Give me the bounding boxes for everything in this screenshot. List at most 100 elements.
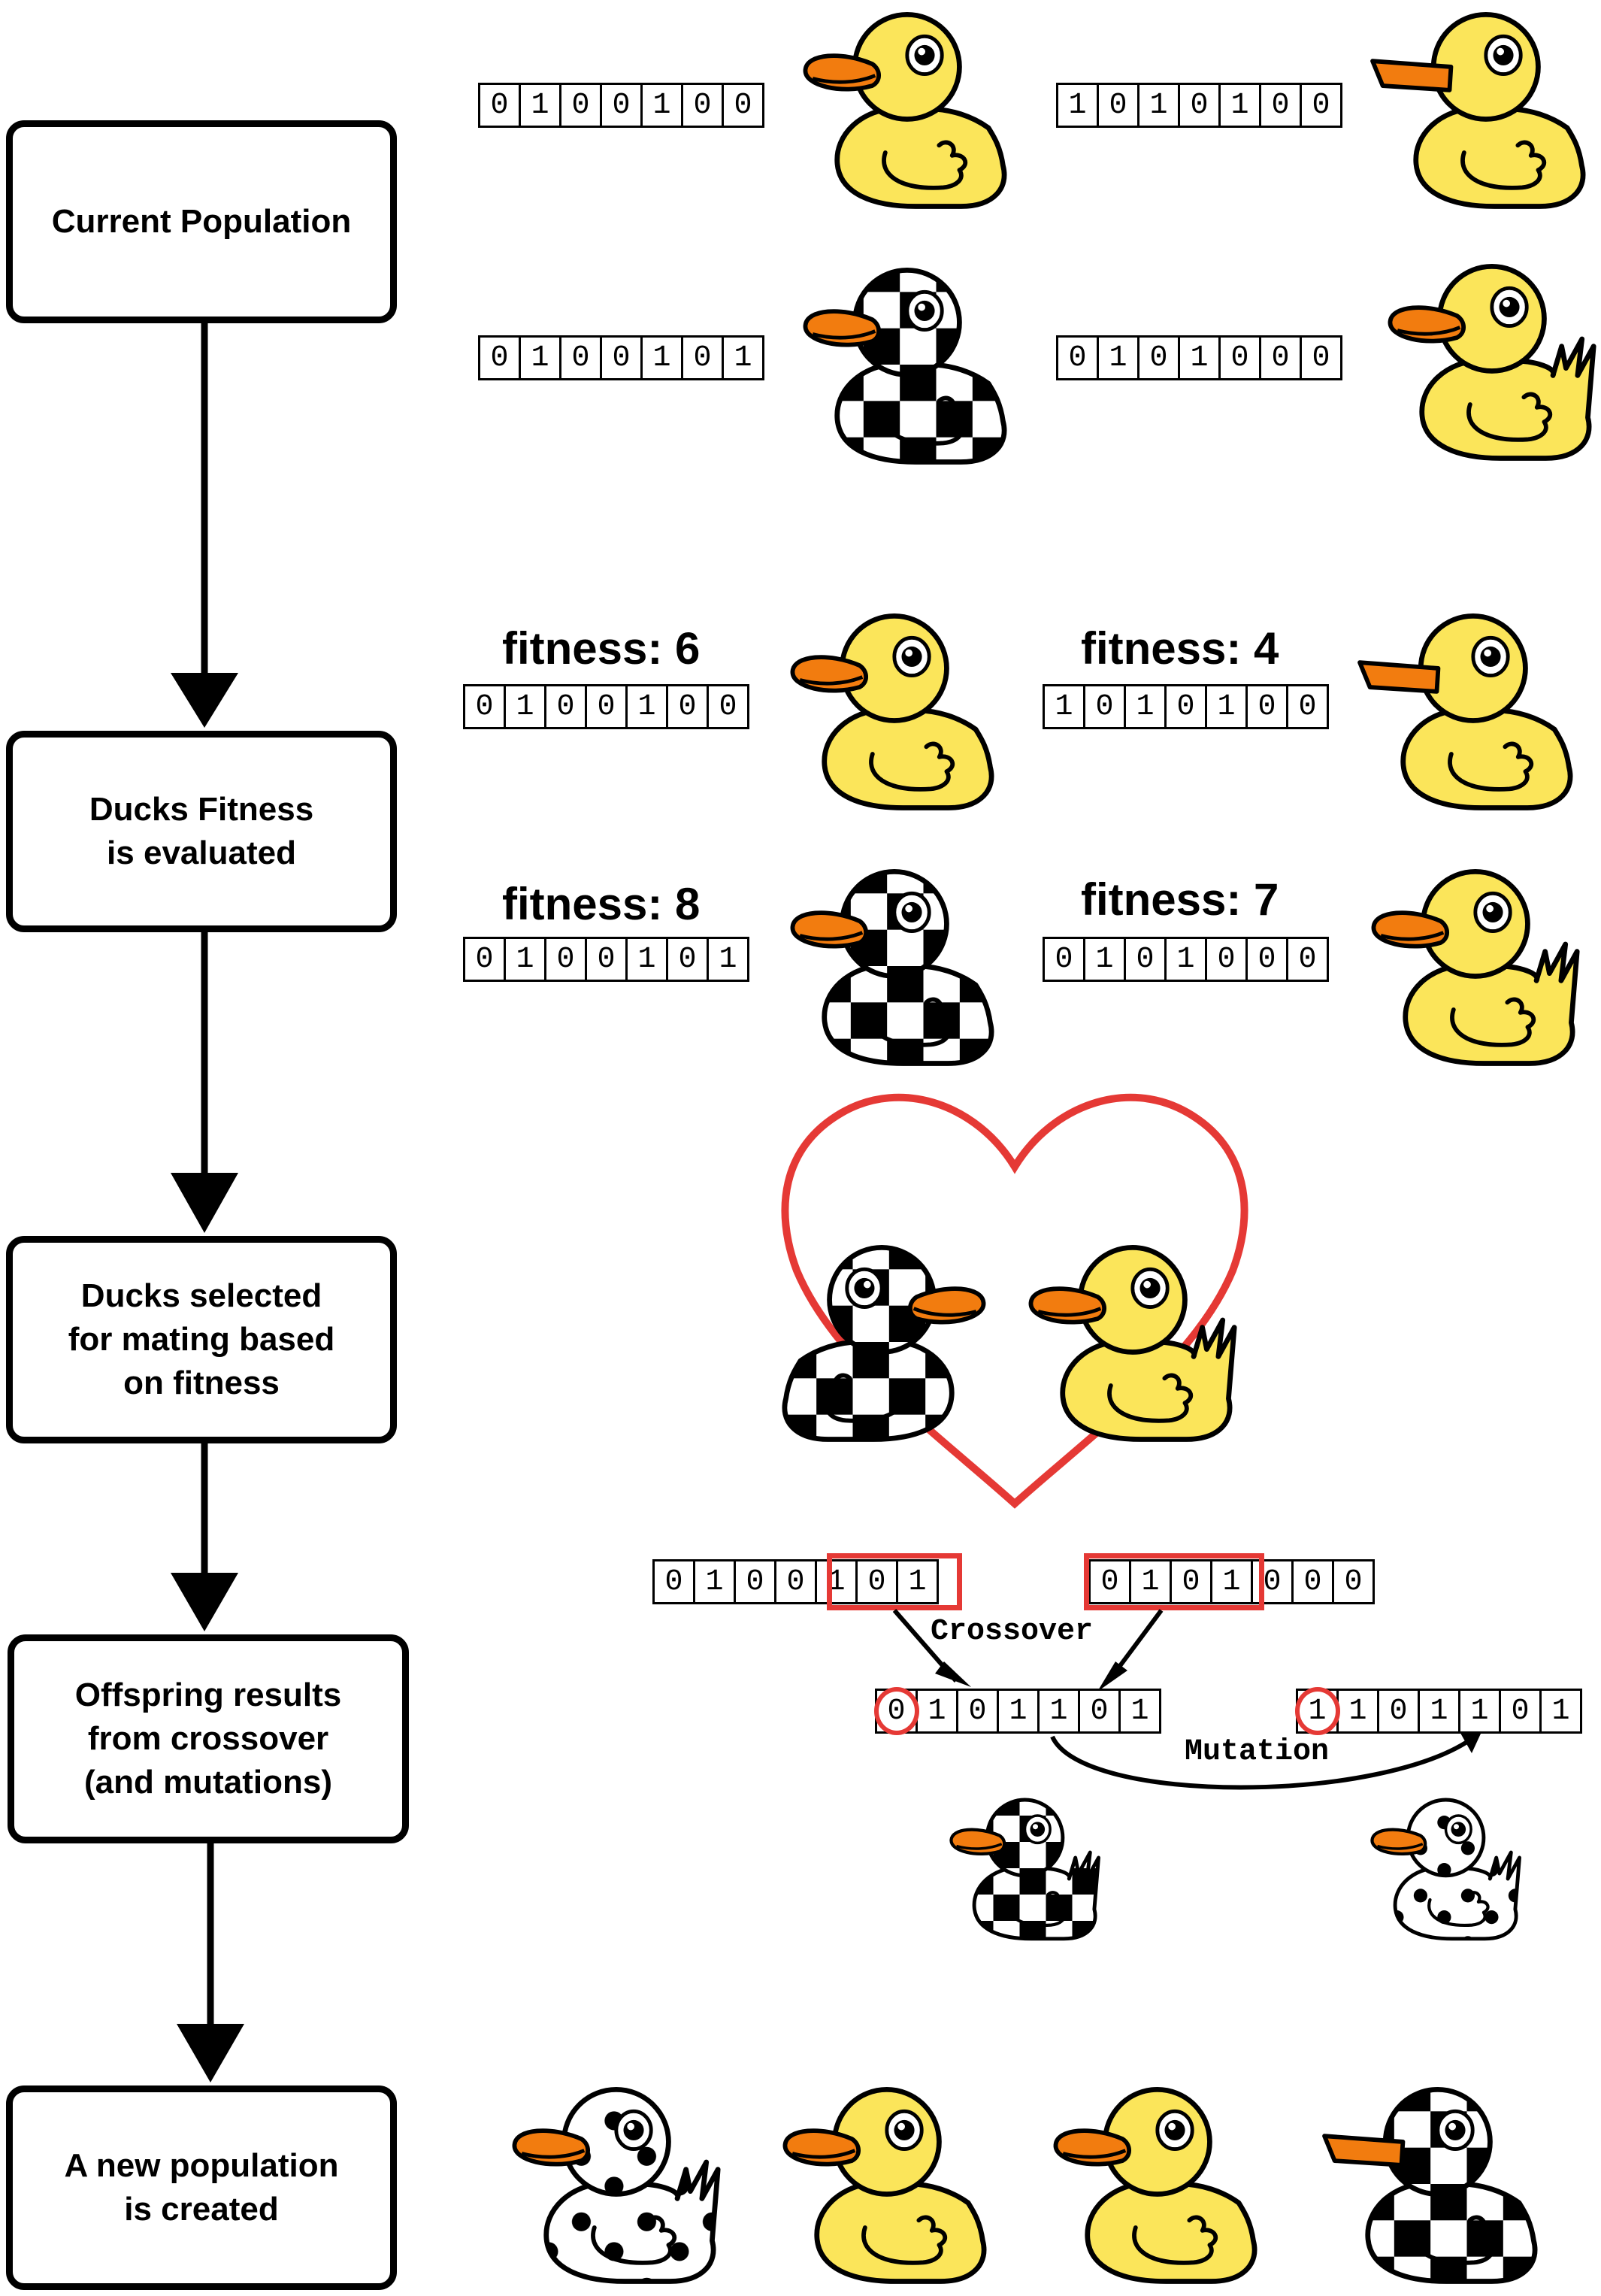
flow-arrow-1 (171, 323, 238, 728)
duck-icon (803, 267, 1007, 465)
bit-cell: 1 (1097, 335, 1139, 380)
bit-cell: 0 (652, 1559, 695, 1604)
duck-icon (1357, 613, 1573, 810)
bit-cell: 1 (916, 1689, 958, 1734)
bit-cell: 1 (1210, 1559, 1253, 1604)
flow-arrow-2 (171, 932, 238, 1233)
bit-cell: 1 (707, 937, 749, 982)
bit-cell: 0 (1300, 335, 1342, 380)
step-new-population: A new population is created (6, 2085, 397, 2290)
bit-cell: 1 (625, 684, 668, 729)
duck-icon (803, 11, 1007, 209)
crossover-highlight (827, 1553, 962, 1610)
crossover-highlight (1084, 1553, 1264, 1610)
bit-cell: 1 (1164, 937, 1207, 982)
bit-cell: 1 (640, 335, 683, 380)
bit-cell: 0 (1043, 937, 1085, 982)
bit-cell: 0 (1056, 335, 1099, 380)
step-label: Offspring results from crossover (and mu… (74, 1677, 342, 1801)
mutation-marker (874, 1687, 919, 1735)
step-label: A new population is created (64, 2147, 339, 2228)
duck-icon (782, 2086, 987, 2284)
duck-icon (1370, 1798, 1521, 1941)
bit-cell: 0 (1251, 1559, 1294, 1604)
duck-icon (1028, 1244, 1237, 1442)
bit-cell: 0 (559, 335, 602, 380)
bit-cell: 1 (1418, 1689, 1460, 1734)
bit-cell: 0 (1170, 1559, 1212, 1604)
bit-cell: 0 (600, 83, 643, 128)
fitness-label: fitness: 4 (1081, 623, 1279, 674)
bit-cell: 1 (504, 937, 546, 982)
bit-cell: 0 (544, 937, 587, 982)
bit-cell: 0 (855, 1559, 898, 1604)
bit-cell: 0 (1218, 335, 1261, 380)
fitness-label: fitness: 8 (502, 879, 701, 929)
bit-cell: 0 (559, 83, 602, 128)
bit-cell: 1 (1178, 335, 1221, 380)
duck-icon (1388, 263, 1596, 461)
bit-cell: 0 (1137, 335, 1180, 380)
flow-arrow-3 (171, 1442, 238, 1631)
bit-cell: 0 (1078, 1689, 1121, 1734)
duck-icon (790, 868, 994, 1066)
step-current-population: Current Population (6, 120, 397, 323)
duck-icon (1053, 2086, 1257, 2284)
step-selection: Ducks selected for mating based on fitne… (6, 1236, 397, 1443)
bit-cell: 0 (544, 684, 587, 729)
step-label: Current Population (51, 203, 352, 240)
bit-cell: 0 (666, 937, 709, 982)
bit-cell: 1 (1458, 1689, 1501, 1734)
bit-cell: 0 (1499, 1689, 1542, 1734)
bit-cell: 0 (478, 83, 521, 128)
bit-cell: 1 (722, 335, 764, 380)
bit-cell: 0 (1286, 937, 1329, 982)
bit-cell: 0 (1259, 83, 1302, 128)
step-offspring: Offspring results from crossover (and mu… (8, 1634, 409, 1843)
mutation-label: Mutation (1185, 1735, 1330, 1769)
step-fitness-evaluated: Ducks Fitness is evaluated (6, 731, 397, 932)
bit-cell: 0 (1377, 1689, 1420, 1734)
bit-cell: 1 (1129, 1559, 1172, 1604)
fitness-label: fitness: 6 (502, 623, 701, 674)
mutation-marker (1295, 1687, 1340, 1735)
bit-cell: 1 (1205, 684, 1248, 729)
duck-icon (782, 1244, 986, 1442)
duck-icon (1322, 2086, 1538, 2284)
bit-cell: 1 (1124, 684, 1167, 729)
step-label: Ducks Fitness is evaluated (89, 791, 314, 871)
bit-cell: 0 (1164, 684, 1207, 729)
bit-cell: 1 (1539, 1689, 1582, 1734)
bit-cell: 1 (1137, 83, 1180, 128)
bit-cell: 0 (600, 335, 643, 380)
bit-cell: 0 (707, 684, 749, 729)
bit-cell: 1 (1118, 1689, 1161, 1734)
bit-cell: 1 (1336, 1689, 1379, 1734)
bit-cell: 0 (956, 1689, 999, 1734)
bit-cell: 1 (896, 1559, 939, 1604)
heart-icon (781, 1093, 1248, 1509)
duck-icon (949, 1798, 1100, 1941)
duck-icon (1371, 868, 1580, 1066)
bit-cell: 0 (478, 335, 521, 380)
bit-cell: 0 (1259, 335, 1302, 380)
duck-icon (512, 2086, 721, 2284)
duck-icon (1370, 11, 1586, 209)
step-label: Ducks selected for mating based on fitne… (68, 1277, 335, 1401)
bit-cell: 0 (1291, 1559, 1334, 1604)
bit-cell: 0 (1245, 684, 1288, 729)
bit-cell: 0 (1332, 1559, 1375, 1604)
bit-cell: 0 (1178, 83, 1221, 128)
bit-cell: 0 (1300, 83, 1342, 128)
fitness-label: fitness: 7 (1081, 874, 1279, 925)
